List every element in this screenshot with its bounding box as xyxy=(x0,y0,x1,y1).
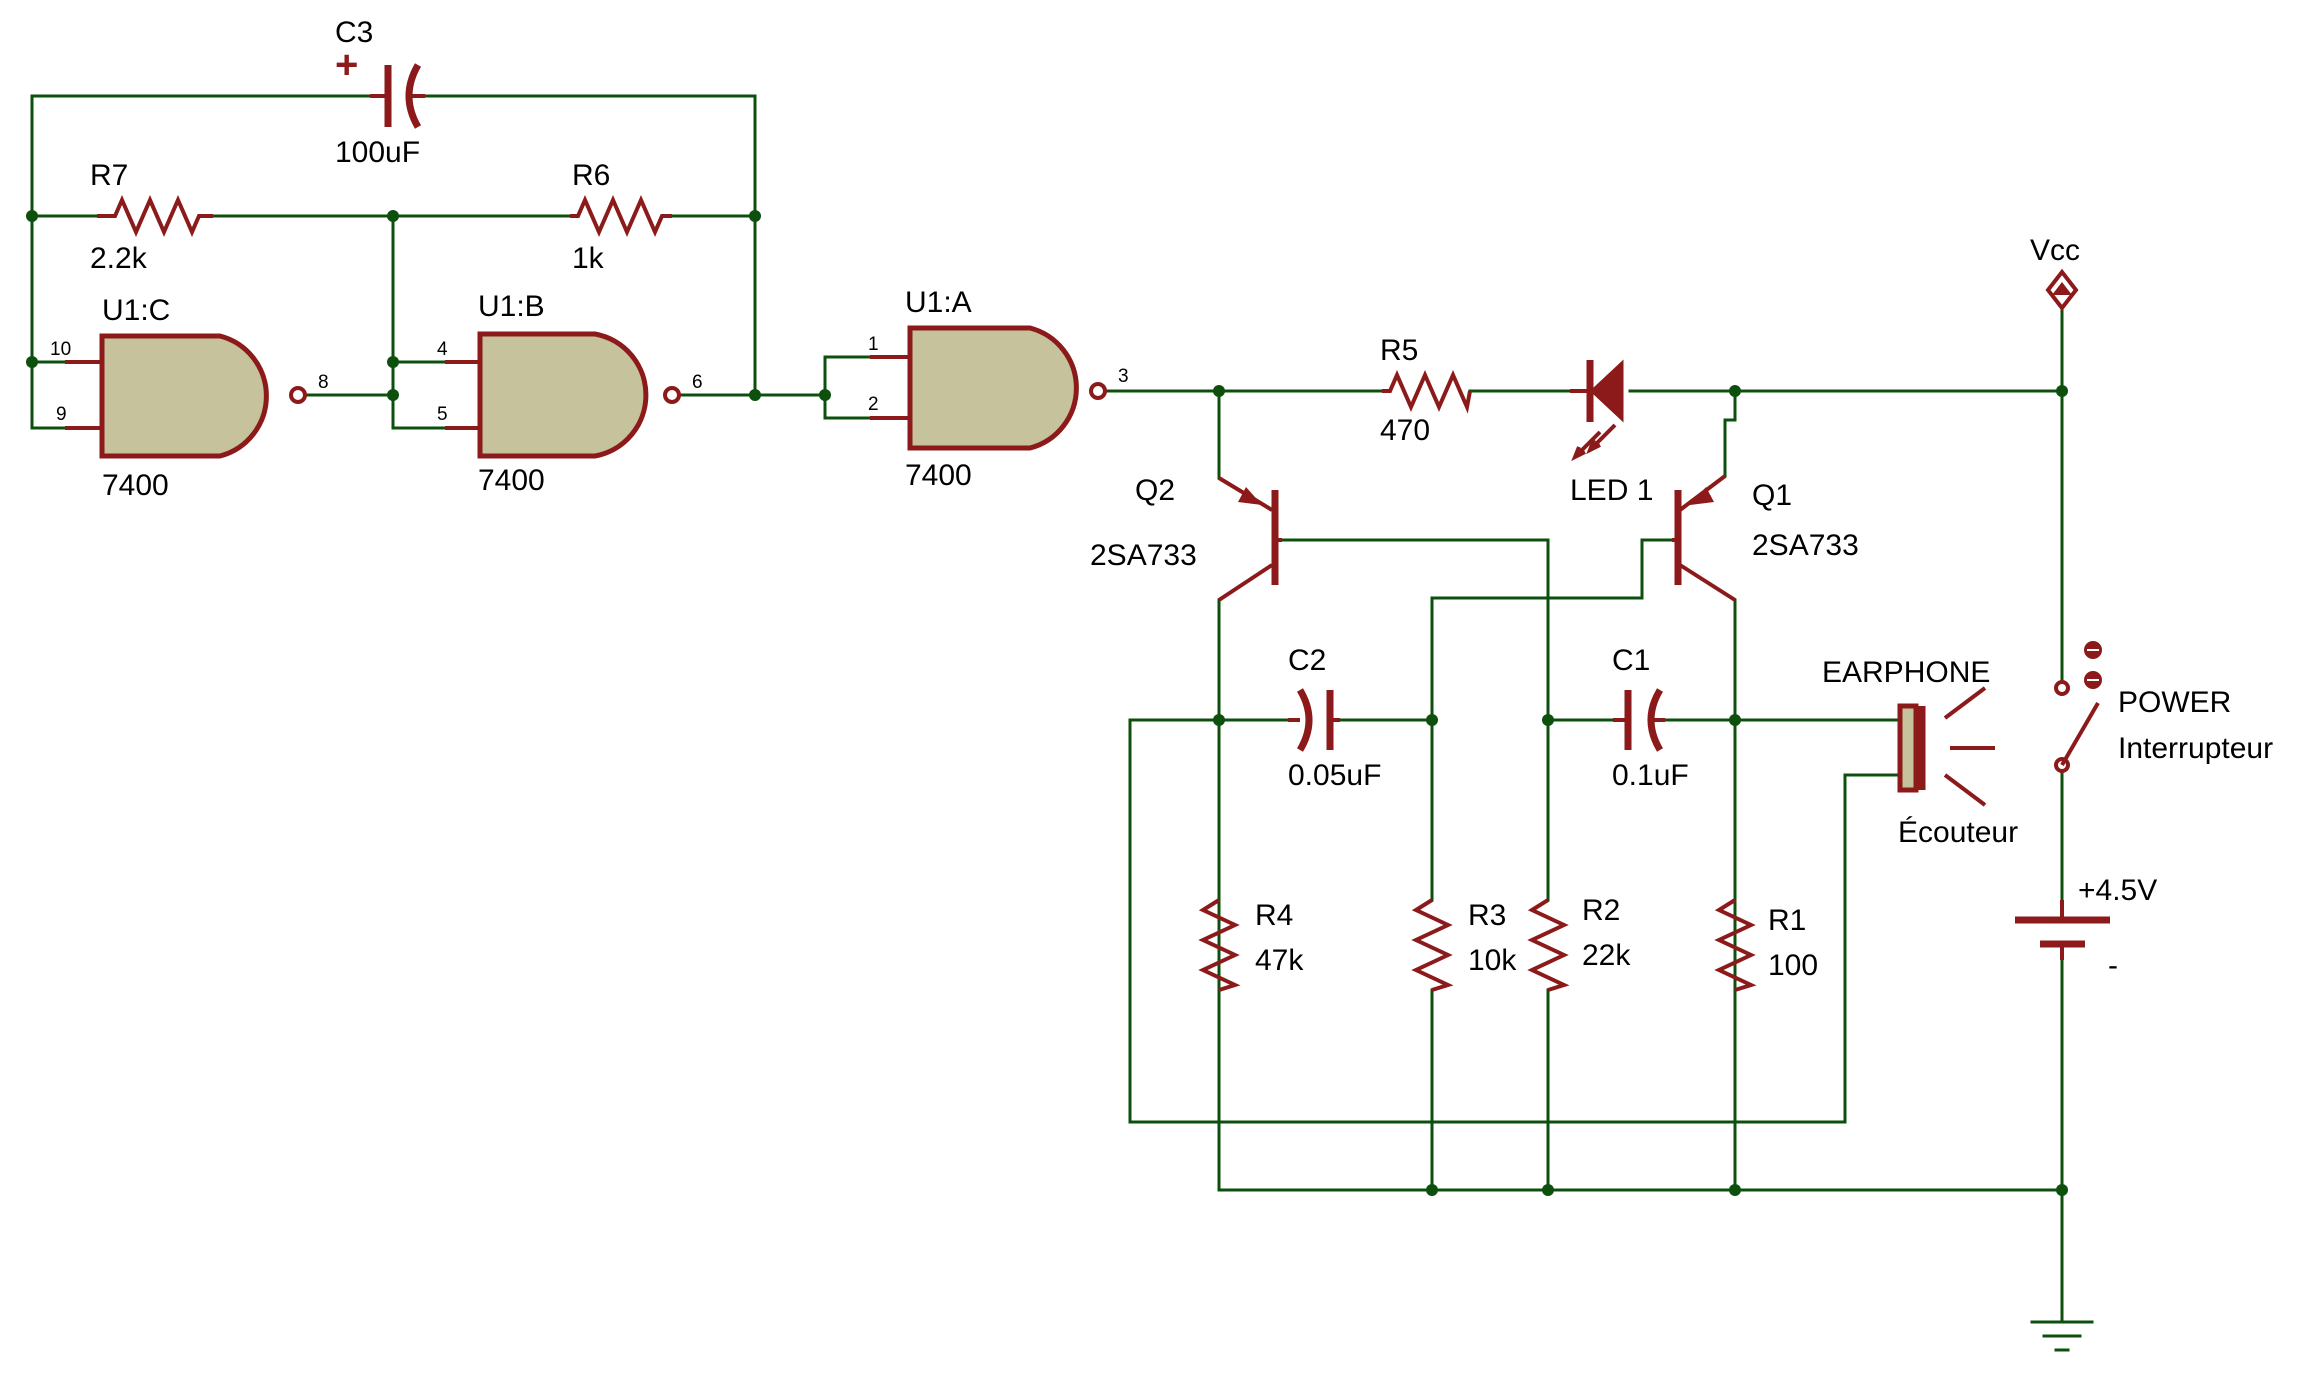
u1a-pin-1: 1 xyxy=(868,334,879,355)
capacitor-c1: C1 0.1uF xyxy=(1612,644,1689,792)
q1-part: 2SA733 xyxy=(1752,529,1859,562)
u1b-part: 7400 xyxy=(478,464,545,497)
u1a-pin-2: 2 xyxy=(868,394,879,415)
junctions xyxy=(26,210,2068,1196)
resistor-r4: R4 47k xyxy=(1198,898,1304,992)
c2-ref: C2 xyxy=(1288,644,1326,677)
resistor-r2: R2 22k xyxy=(1527,894,1631,992)
switch-label: Interrupteur xyxy=(2118,732,2273,765)
resistor-r6: R6 1k xyxy=(570,159,672,275)
capacitor-c2: C2 0.05uF xyxy=(1288,644,1381,792)
power-switch: POWER Interrupteur xyxy=(2054,641,2273,773)
r5-value: 470 xyxy=(1380,414,1430,447)
r6-ref: R6 xyxy=(572,159,610,192)
nand-gate-u1c: 10 9 8 U1:C 7400 xyxy=(50,294,329,502)
u1c-ref: U1:C xyxy=(102,294,170,327)
vcc-label: Vcc xyxy=(2030,234,2080,267)
c2-value: 0.05uF xyxy=(1288,759,1381,792)
nand-gate-u1a: 1 2 3 U1:A 7400 xyxy=(868,286,1129,492)
r1-ref: R1 xyxy=(1768,904,1806,937)
nand-gate-u1b: 4 5 6 U1:B 7400 xyxy=(437,290,703,497)
resistor-r3: R3 10k xyxy=(1411,898,1517,992)
u1c-pin-9: 9 xyxy=(56,404,67,425)
q2-part: 2SA733 xyxy=(1090,539,1197,572)
c3-value: 100uF xyxy=(335,136,420,169)
u1b-ref: U1:B xyxy=(478,290,545,323)
u1c-pin-8: 8 xyxy=(318,372,329,393)
battery-minus: - xyxy=(2108,949,2118,982)
u1c-pin-10: 10 xyxy=(50,339,71,360)
resistor-r1: R1 100 xyxy=(1714,898,1818,992)
u1c-part: 7400 xyxy=(102,469,169,502)
u1b-pin-5: 5 xyxy=(437,404,448,425)
battery: +4.5V - xyxy=(2015,874,2157,982)
resistor-r7: R7 2.2k xyxy=(90,159,213,275)
battery-value: +4.5V xyxy=(2078,874,2157,907)
q2-ref: Q2 xyxy=(1135,474,1175,507)
u1a-ref: U1:A xyxy=(905,286,972,319)
r6-value: 1k xyxy=(572,242,605,275)
transistor-q1: Q1 2SA733 xyxy=(1672,474,1859,602)
u1a-pin-3: 3 xyxy=(1118,366,1129,387)
capacitor-c3: + C3 100uF xyxy=(335,16,425,169)
u1a-part: 7400 xyxy=(905,459,972,492)
r4-ref: R4 xyxy=(1255,899,1293,932)
led-ref: LED 1 xyxy=(1570,474,1653,507)
c3-ref: C3 xyxy=(335,16,373,49)
c3-polarity: + xyxy=(335,43,358,87)
u1b-pin-4: 4 xyxy=(437,339,448,360)
r3-ref: R3 xyxy=(1468,899,1506,932)
r2-value: 22k xyxy=(1582,939,1631,972)
earphone-ref: EARPHONE xyxy=(1822,656,1990,689)
vcc-terminal: Vcc xyxy=(2030,234,2080,312)
c1-value: 0.1uF xyxy=(1612,759,1689,792)
r5-ref: R5 xyxy=(1380,334,1418,367)
switch-ref: POWER xyxy=(2118,686,2231,719)
earphone: EARPHONE Écouteur xyxy=(1822,656,2018,849)
wires xyxy=(30,94,2064,1324)
r3-value: 10k xyxy=(1468,944,1517,977)
r2-ref: R2 xyxy=(1582,894,1620,927)
q1-ref: Q1 xyxy=(1752,479,1792,512)
resistor-r5: R5 470 xyxy=(1380,334,1472,447)
u1b-pin-6: 6 xyxy=(692,372,703,393)
ground-symbol xyxy=(2030,1320,2094,1352)
r1-value: 100 xyxy=(1768,949,1818,982)
r4-value: 47k xyxy=(1255,944,1304,977)
led-1: LED 1 xyxy=(1570,359,1653,507)
r7-value: 2.2k xyxy=(90,242,148,275)
c1-ref: C1 xyxy=(1612,644,1650,677)
transistor-q2: Q2 2SA733 xyxy=(1090,474,1282,602)
r7-ref: R7 xyxy=(90,159,128,192)
earphone-label: Écouteur xyxy=(1898,816,2018,849)
